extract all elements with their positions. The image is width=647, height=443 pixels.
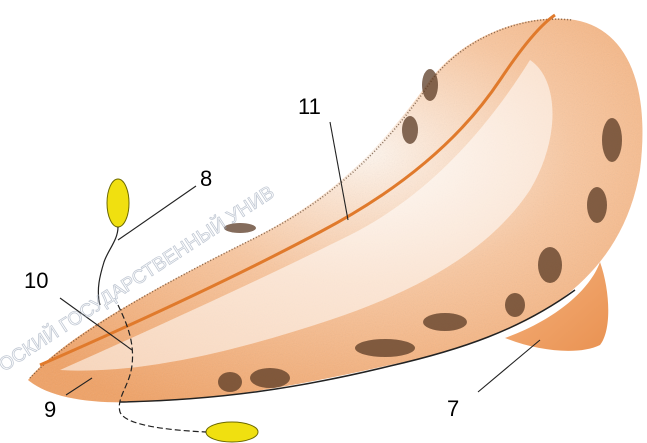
- dorsal-edge: [29, 18, 573, 379]
- label-10: 10: [24, 268, 49, 293]
- label-11: 11: [298, 94, 321, 119]
- ridge-line: [39, 13, 556, 367]
- suture-thread-lower: [117, 304, 207, 433]
- leader-lines: [59, 121, 541, 396]
- suture-thread-upper: [97, 226, 119, 306]
- highlight-band: [60, 60, 553, 371]
- lower-suture-marker: [205, 421, 259, 443]
- rear-lobe: [505, 262, 609, 351]
- label-9: 9: [44, 397, 57, 422]
- pigment-spots: [218, 69, 622, 392]
- label-8: 8: [200, 166, 213, 191]
- upper-suture-marker: [106, 178, 130, 228]
- ventral-contour: [119, 289, 576, 403]
- label-7: 7: [447, 396, 460, 421]
